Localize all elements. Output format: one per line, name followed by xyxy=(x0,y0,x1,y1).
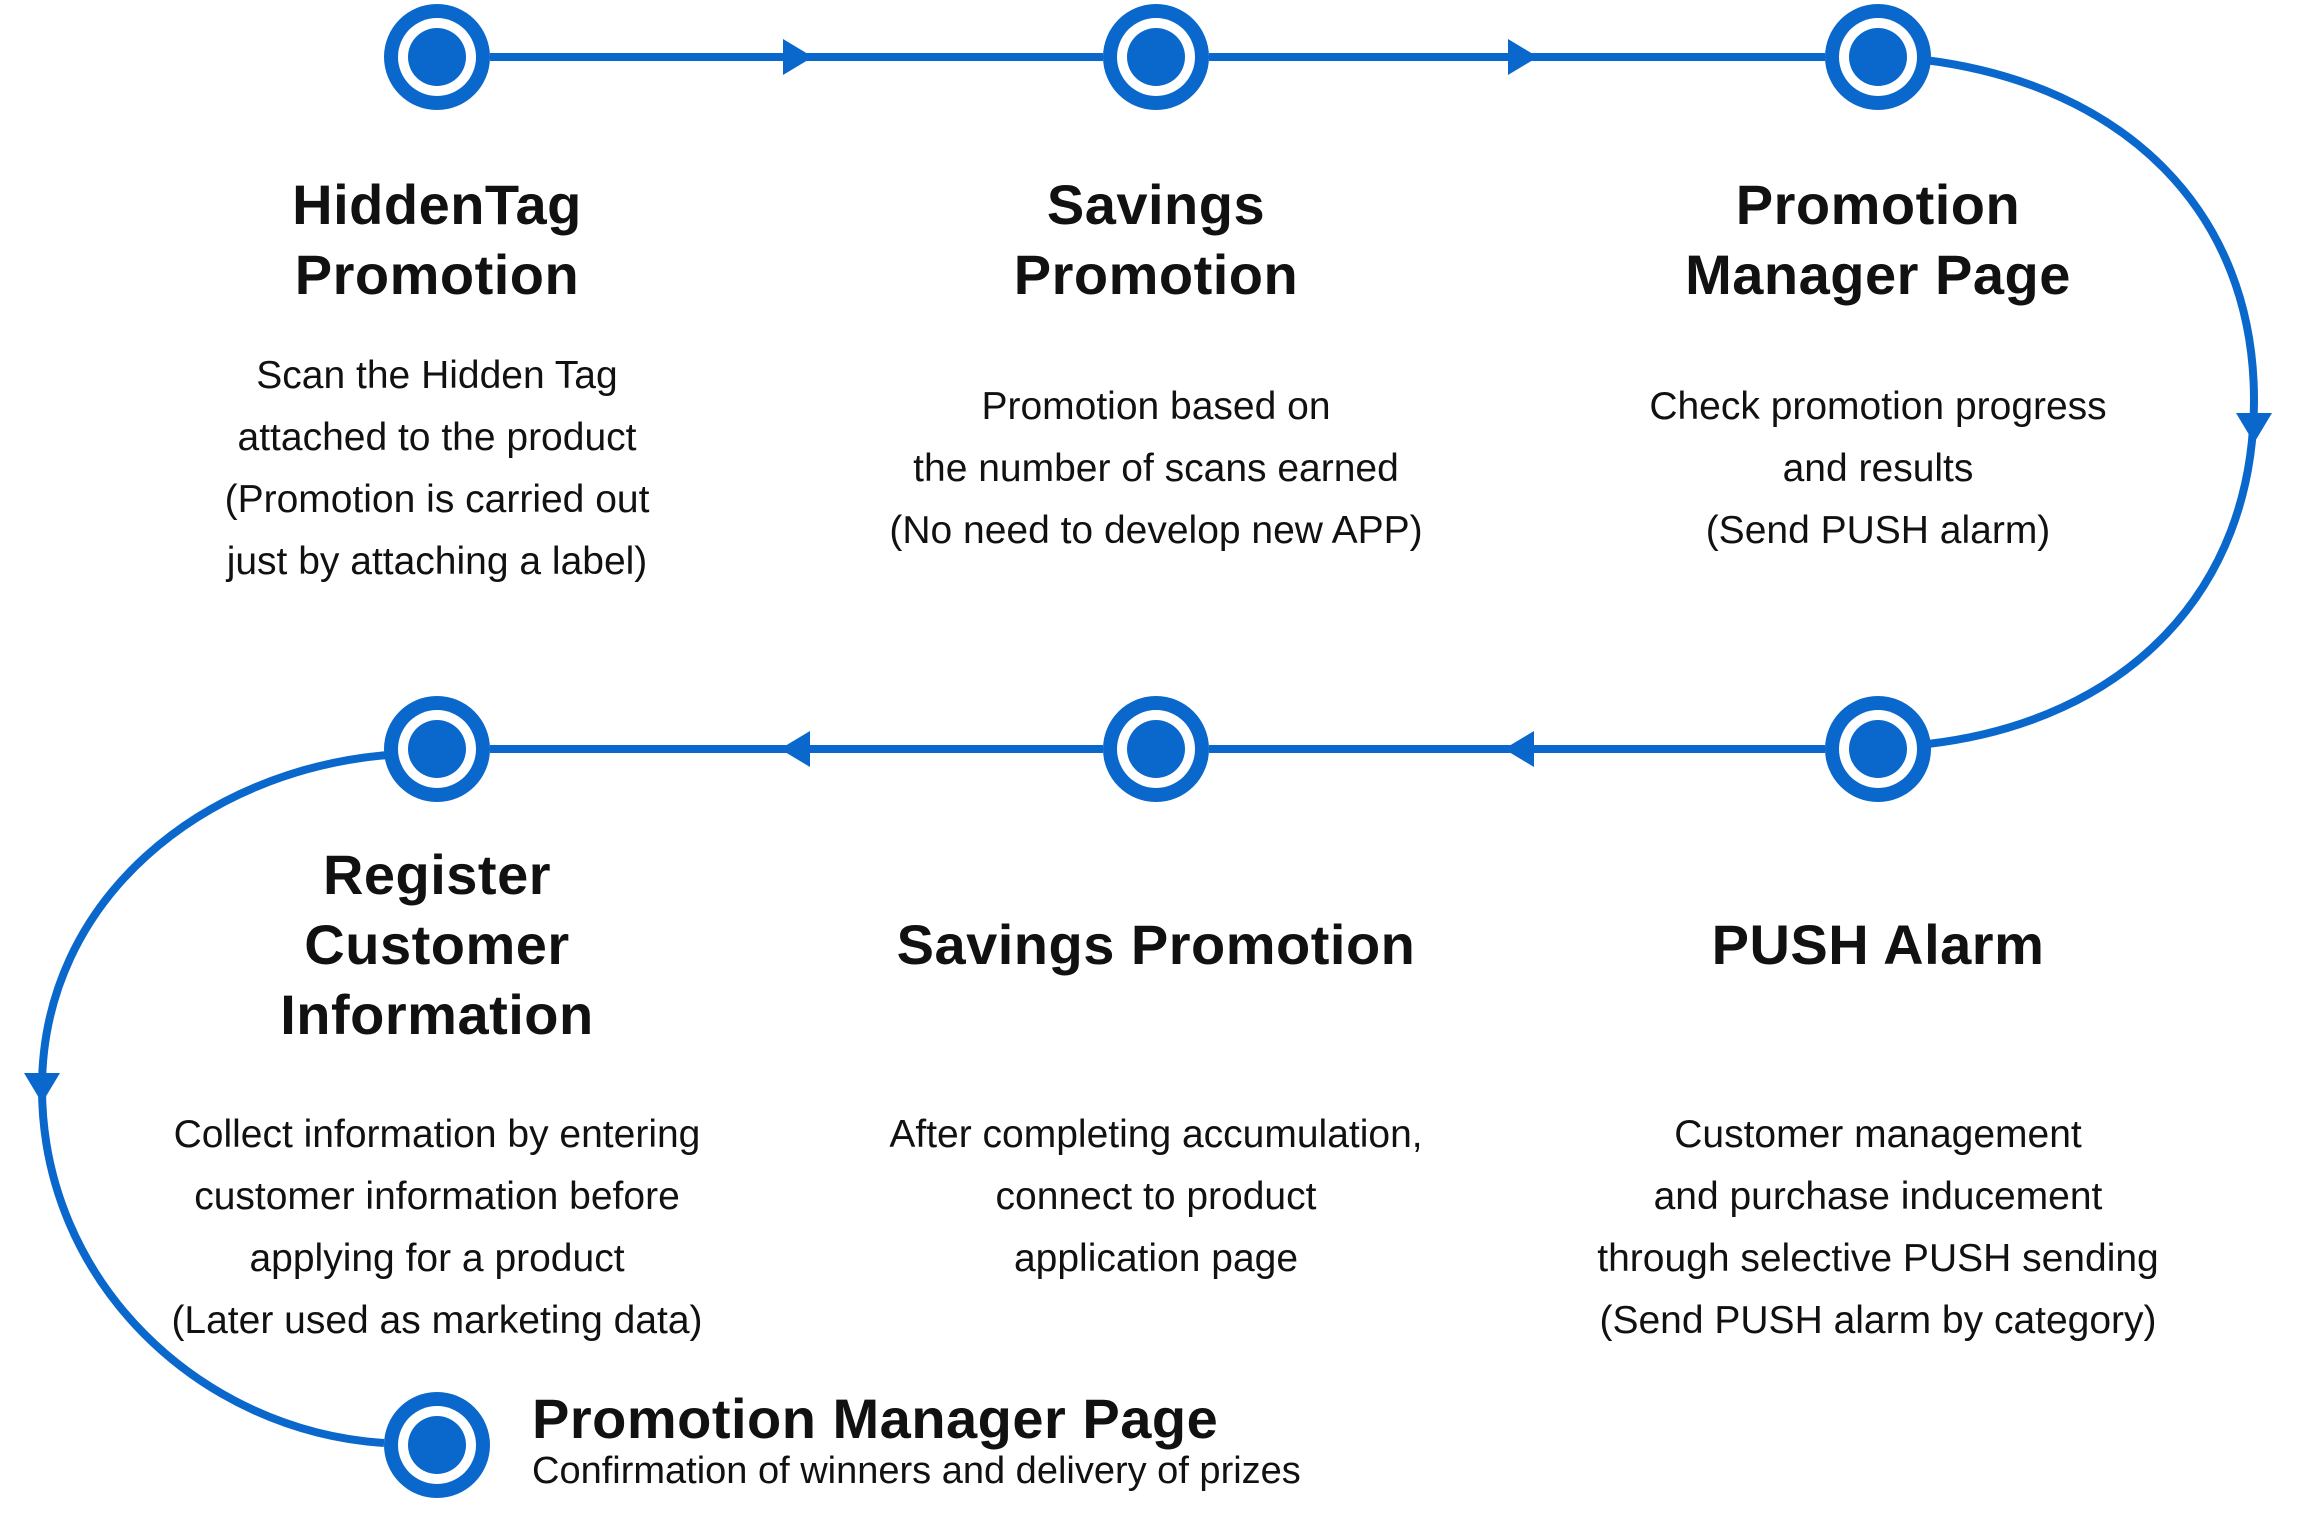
step-node-3 xyxy=(1825,4,1931,110)
arrow-down-icon-right xyxy=(2236,413,2272,443)
step-3-title-band: Promotion Manager Page xyxy=(1538,162,2218,318)
step-2-title: Savings Promotion xyxy=(1013,173,1299,306)
arrow-down-icon-left xyxy=(24,1073,60,1103)
step-3-description-band: Check promotion progress and results (Se… xyxy=(1538,336,2218,602)
step-node-5 xyxy=(1103,696,1209,802)
step-4-description-band: Customer management and purchase inducem… xyxy=(1538,1104,2218,1400)
arrow-left-icon-2 xyxy=(780,731,810,767)
arrow-left-icon-1 xyxy=(1504,731,1534,767)
step-node-1 xyxy=(384,4,490,110)
step-2-title-band: Savings Promotion xyxy=(816,162,1496,318)
step-6-title: Register Customer Information xyxy=(280,843,594,1046)
step-1-description: Scan the Hidden Tag attached to the prod… xyxy=(224,354,650,583)
step-6-description: Collect information by entering customer… xyxy=(171,1113,703,1342)
step-2-description: Promotion based on the number of scans e… xyxy=(889,385,1423,552)
step-5-description-band: After completing accumulation, connect t… xyxy=(816,1104,1496,1400)
step-1-title-band: HiddenTag Promotion xyxy=(97,162,777,318)
step-3-title: Promotion Manager Page xyxy=(1685,173,2071,306)
step-node-4 xyxy=(1825,696,1931,802)
step-5-title-band: Savings Promotion xyxy=(816,838,1496,1052)
step-1-description-band: Scan the Hidden Tag attached to the prod… xyxy=(97,336,777,602)
step-2-description-band: Promotion based on the number of scans e… xyxy=(816,336,1496,602)
step-node-7 xyxy=(384,1392,490,1498)
arrow-right-icon-2 xyxy=(1508,39,1538,75)
step-4-title-band: PUSH Alarm xyxy=(1538,838,2218,1052)
step-1-title: HiddenTag Promotion xyxy=(292,173,582,306)
step-7-title: Promotion Manager Page xyxy=(532,1387,1219,1450)
arrow-right-icon-1 xyxy=(783,39,813,75)
connector-step3-step4-curve xyxy=(1924,56,2259,748)
step-5-description: After completing accumulation, connect t… xyxy=(889,1113,1423,1280)
step-3-description: Check promotion progress and results (Se… xyxy=(1649,385,2107,552)
step-6-title-band: Register Customer Information xyxy=(97,838,777,1052)
step-4-description: Customer management and purchase inducem… xyxy=(1597,1113,2159,1342)
step-7-description: Confirmation of winners and delivery of … xyxy=(532,1450,1301,1492)
step-5-title: Savings Promotion xyxy=(896,913,1416,976)
step-4-title: PUSH Alarm xyxy=(1711,913,2045,976)
step-6-description-band: Collect information by entering customer… xyxy=(97,1104,777,1400)
step-node-2 xyxy=(1103,4,1209,110)
step-node-6 xyxy=(384,696,490,802)
